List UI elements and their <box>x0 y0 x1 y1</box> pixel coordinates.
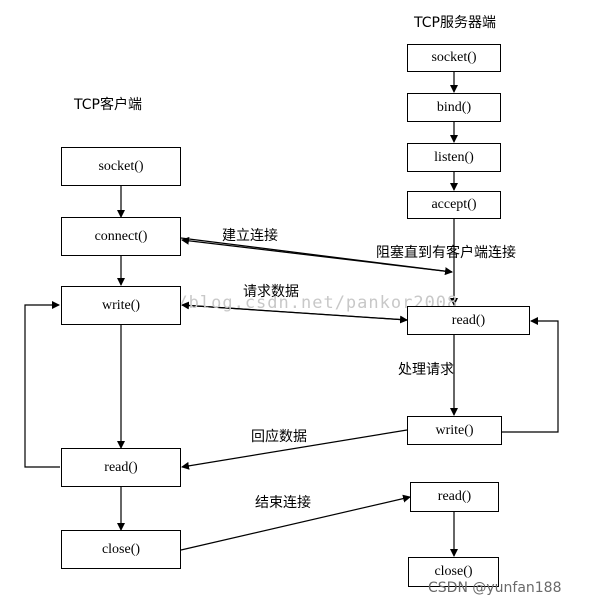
server-write-box: write() <box>407 416 502 445</box>
server-socket-box: socket() <box>407 44 501 72</box>
message-connect-label: 建立连接 <box>222 228 278 244</box>
server-listen-box: listen() <box>407 143 501 172</box>
arrow-client-loop <box>24 301 60 468</box>
message-response-label: 回应数据 <box>251 429 307 445</box>
message-end-label: 结束连接 <box>255 495 311 511</box>
server-blocking-note: 阻塞直到有客户端连接 <box>376 245 516 261</box>
watermark: http://blog.csdn.net/pankor2008 <box>110 293 459 313</box>
arrow-end-connection <box>180 494 411 551</box>
arrow-server-loop <box>502 317 559 433</box>
server-read2-box: read() <box>410 482 499 512</box>
server-read-box: read() <box>407 306 530 335</box>
server-close-box: close() <box>408 557 499 587</box>
server-title: TCP服务器端 <box>414 15 496 31</box>
client-read-box: read() <box>61 448 181 487</box>
server-accept-box: accept() <box>407 191 501 219</box>
client-title: TCP客户端 <box>74 97 142 113</box>
arrow-server-to-connect <box>181 236 453 273</box>
csdn-credit: CSDN @yunfan188 <box>428 580 562 596</box>
arrow-response <box>181 429 408 470</box>
client-write-box: write() <box>61 286 181 325</box>
client-socket-box: socket() <box>61 147 181 186</box>
client-close-box: close() <box>61 530 181 569</box>
client-connect-box: connect() <box>61 217 181 256</box>
message-request-label: 请求数据 <box>243 284 299 300</box>
server-bind-box: bind() <box>407 93 501 122</box>
server-process-note: 处理请求 <box>398 362 454 378</box>
arrow-read-to-write <box>181 301 408 321</box>
